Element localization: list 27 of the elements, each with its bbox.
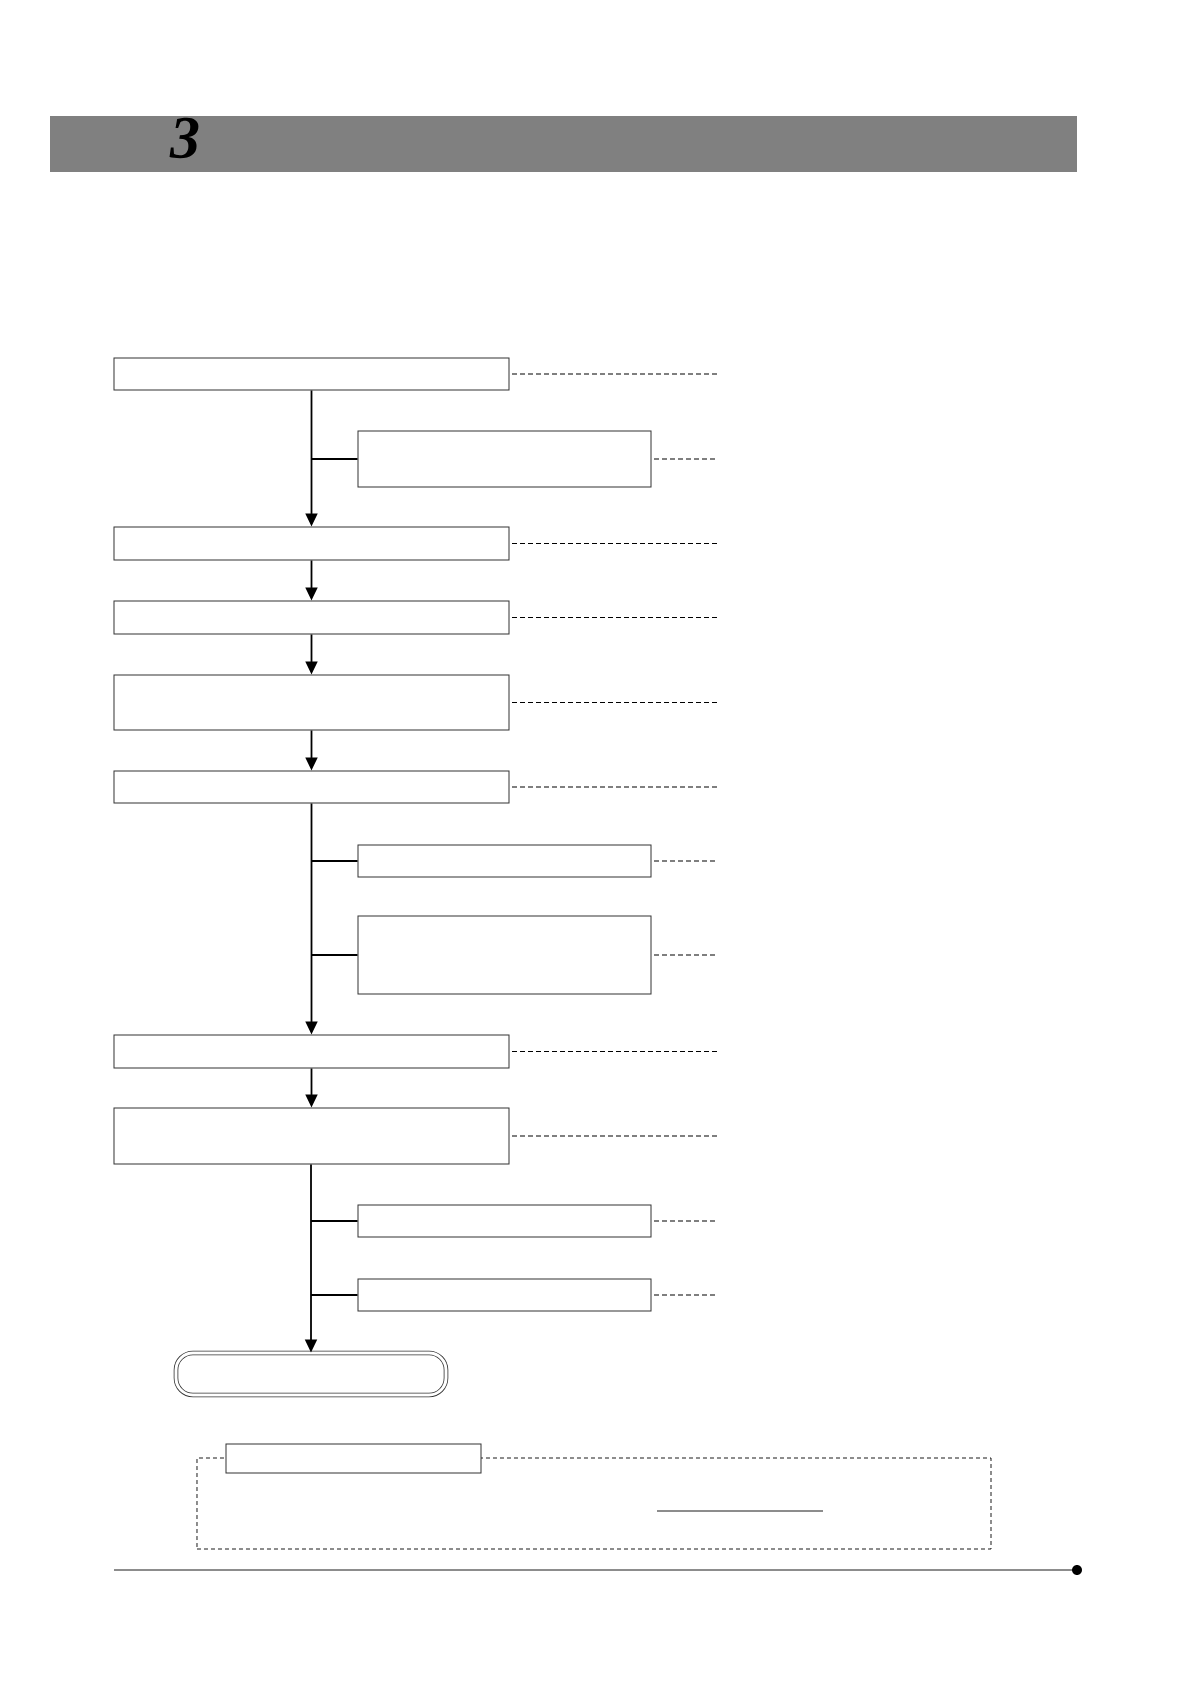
leader-line [511,1135,718,1137]
leader-line [511,1050,718,1053]
end-terminal [173,1350,449,1398]
process-box [357,915,652,995]
leader-line [511,373,718,375]
process-box [113,674,510,731]
chapter-number: 3 [169,117,199,159]
leader-line [511,616,718,619]
leader-line [511,542,718,545]
process-box [113,357,510,391]
leader-line [653,458,718,460]
process-box [113,1034,510,1069]
process-box [225,1443,482,1474]
process-box [357,1278,652,1312]
leader-line [653,1294,718,1296]
leader-line [653,954,718,956]
process-box [113,526,510,561]
leader-line [511,701,718,704]
process-box [113,600,510,635]
leader-line [653,860,718,862]
leader-line [511,786,718,788]
leader-line [653,1220,718,1222]
process-box [357,430,652,488]
process-box [113,770,510,804]
process-box [357,844,652,878]
process-box [357,1204,652,1238]
process-box [113,1107,510,1165]
